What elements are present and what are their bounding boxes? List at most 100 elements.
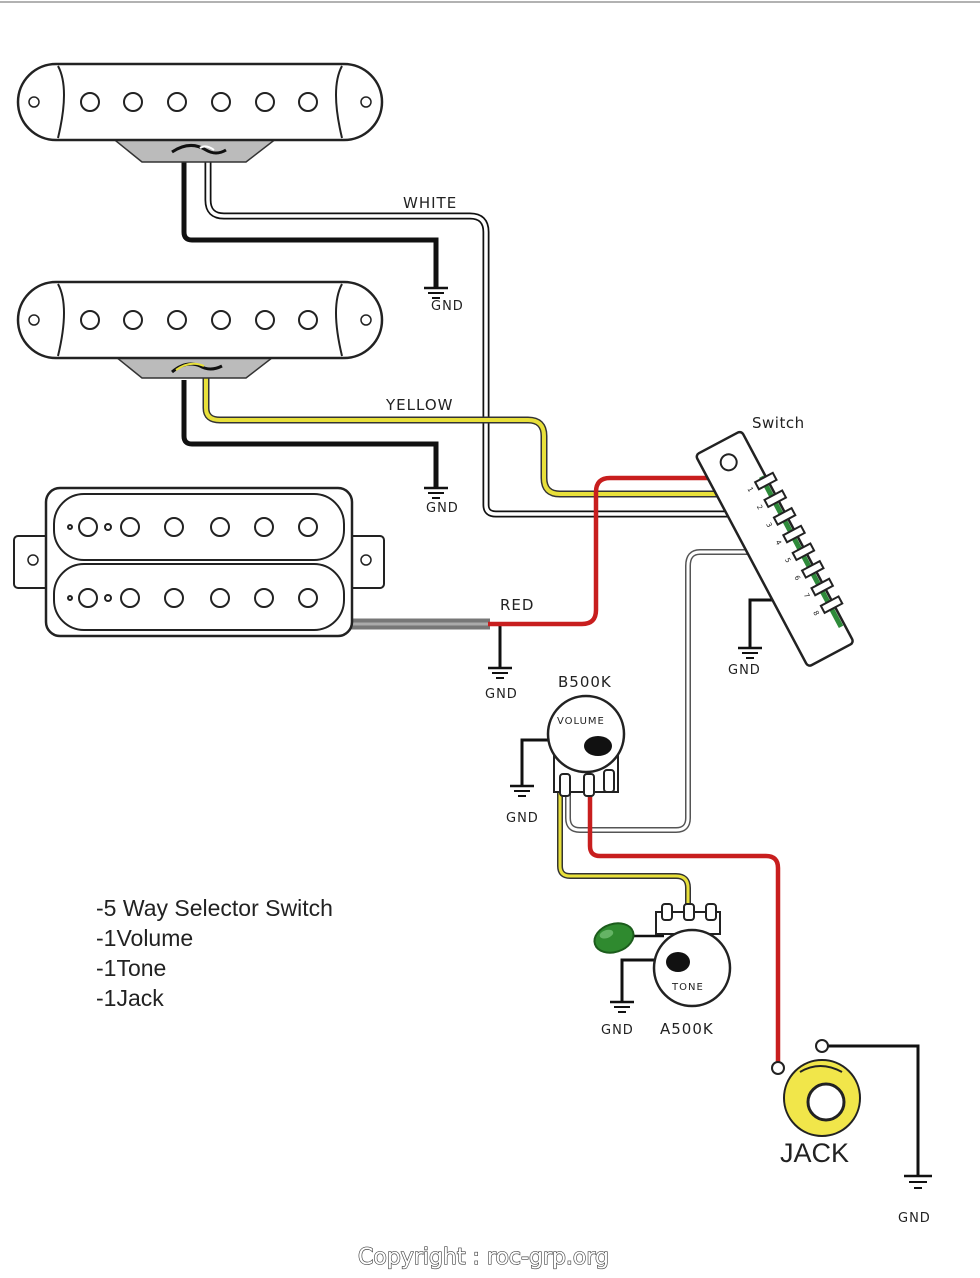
screw	[67, 524, 73, 530]
pole-piece	[210, 588, 230, 608]
yellow-wire	[204, 378, 746, 496]
switch-lug	[791, 542, 816, 562]
volume-lug	[559, 773, 571, 797]
volume-value-label: B500K	[558, 673, 612, 691]
middle-ground-wire	[181, 380, 439, 488]
volume-pot-shaft	[546, 694, 626, 774]
gnd-label: GND	[898, 1211, 931, 1226]
switch-terminal-number: 7	[802, 592, 812, 601]
tone-lug	[683, 903, 695, 921]
jack-label: JACK	[780, 1138, 849, 1168]
lead-wires	[171, 144, 227, 155]
volume-to-tone-wire	[558, 792, 690, 910]
switch-terminal-number: 1	[745, 486, 755, 495]
volume-lug	[603, 769, 615, 793]
bridge-humbucker	[13, 486, 385, 638]
humbucker-coil-top	[53, 493, 345, 561]
switch-lug	[810, 577, 835, 597]
labels: WHITE YELLOW RED Switch B500K VOLUME TON…	[96, 194, 931, 1271]
volume-pot-solder-blob	[584, 736, 612, 756]
switch-terminal-number: 2	[755, 504, 765, 513]
pickup-cover	[16, 62, 384, 142]
switch-terminal-number: 4	[774, 539, 784, 548]
pole-piece	[78, 517, 98, 537]
gnd-label: GND	[485, 687, 518, 702]
pole-piece	[78, 588, 98, 608]
parts-list-item: -1Tone	[96, 955, 166, 981]
lead-wire-white	[199, 145, 215, 151]
switch-label: Switch	[752, 414, 805, 432]
jack-tip-contact	[799, 1065, 843, 1073]
tone-lug	[705, 903, 717, 921]
mounting-hole	[28, 96, 40, 108]
pole-pieces	[80, 92, 318, 112]
tone-pot	[593, 903, 732, 1008]
jack-ground-wire	[824, 1044, 920, 1176]
gnd-label: GND	[431, 299, 464, 314]
pickup-cover	[16, 280, 384, 360]
ground-symbol	[488, 666, 512, 679]
switch-lug	[819, 595, 844, 615]
jack-ground-lug	[815, 1039, 829, 1053]
gnd-label: GND	[728, 663, 761, 678]
neck-pickup	[16, 62, 384, 163]
ground-symbols	[424, 286, 932, 1189]
pole-piece	[298, 517, 318, 537]
switch-mount-hole	[719, 453, 738, 472]
ground-symbol	[610, 1000, 634, 1013]
screw	[104, 523, 112, 531]
volume-pot	[546, 694, 626, 797]
switch-to-volume-wire	[566, 542, 778, 832]
tone-pot-solder-blob	[666, 952, 690, 972]
pole-piece	[164, 588, 184, 608]
pole-piece	[80, 92, 100, 112]
jack-tip-lug	[771, 1061, 785, 1075]
volume-ground-wire	[520, 738, 556, 786]
pole-piece	[120, 588, 140, 608]
humbucker-coil-bottom	[53, 563, 345, 631]
tone-ground-wire	[620, 958, 666, 1002]
pole-pieces	[67, 517, 318, 608]
white-wire-label: WHITE	[403, 194, 457, 212]
pole-piece	[120, 517, 140, 537]
pole-piece	[167, 310, 187, 330]
switch-terminal-number: 3	[764, 521, 774, 530]
volume-to-tone-wire-outline	[557, 792, 691, 910]
pole-pieces	[80, 310, 318, 330]
output-jack	[771, 1039, 861, 1137]
tone-pot-shaft	[652, 928, 732, 1008]
gnd-label: GND	[426, 501, 459, 516]
pole-piece	[123, 92, 143, 112]
pole-piece	[210, 517, 230, 537]
pole-piece	[211, 92, 231, 112]
gnd-label: GND	[506, 811, 539, 826]
mounting-hole	[360, 554, 372, 566]
pickup-cover-edge	[57, 283, 65, 357]
ground-symbol	[424, 286, 448, 299]
volume-lug	[583, 773, 595, 797]
switch-lug	[781, 524, 807, 544]
pickup-cover-edge	[335, 283, 343, 357]
middle-pickup	[16, 280, 384, 379]
jack-hole	[806, 1082, 846, 1122]
pole-piece	[298, 588, 318, 608]
pole-piece	[254, 588, 274, 608]
red-wire-label: RED	[500, 596, 534, 614]
yellow-wire-label: YELLOW	[385, 396, 453, 414]
pole-piece	[254, 517, 274, 537]
switch-terminal-number: 8	[811, 609, 821, 618]
humbucker-ground-wire	[490, 622, 502, 668]
neck-ground-wire	[181, 162, 439, 288]
tone-capacitor	[593, 922, 635, 954]
pickup-cover-edge	[335, 65, 343, 139]
switch-lug	[800, 559, 825, 579]
mounting-hole	[360, 96, 372, 108]
mounting-hole	[27, 554, 39, 566]
pickup-cover-edge	[57, 65, 65, 139]
switch-terminal-number: 6	[792, 574, 802, 583]
lead-wire-yellow	[175, 362, 205, 371]
tone-lug	[661, 903, 673, 921]
pole-piece	[255, 92, 275, 112]
tone-shaft-label: TONE	[671, 982, 704, 993]
